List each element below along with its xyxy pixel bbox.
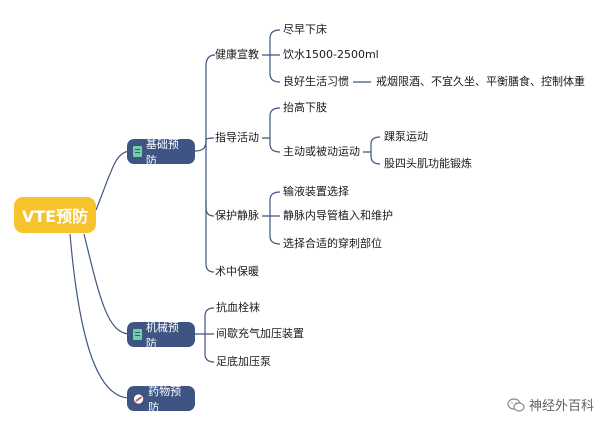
- branch-mechanical-prevention: 机械预防: [127, 321, 195, 350]
- node-active-passive-exercise: 主动或被动运动: [283, 145, 360, 158]
- connector-root-mechanical: [83, 233, 131, 335]
- connector-basic-spine: [194, 54, 216, 152]
- node-intermittent-pneumatic-compression: 间歇充气加压装置: [216, 327, 304, 340]
- connector-mechanical-spine: [195, 307, 215, 363]
- connector-health-spine: [262, 29, 281, 83]
- wechat-icon: [507, 397, 525, 412]
- connector-active-spine: [363, 136, 381, 165]
- connector-basic-guide: [205, 137, 215, 141]
- connector-vein-spine: [262, 191, 281, 245]
- pill-icon: [133, 393, 144, 404]
- document-icon: [133, 146, 142, 157]
- connector-basic-intraop: [205, 200, 215, 273]
- node-good-habits: 良好生活习惯: [283, 75, 349, 88]
- node-health-education: 健康宣教: [215, 48, 259, 61]
- node-ankle-pump: 踝泵运动: [384, 130, 428, 143]
- node-protect-vein: 保护静脉: [215, 209, 259, 222]
- connector-guide-spine: [262, 107, 281, 153]
- node-foot-pump: 足底加压泵: [216, 355, 271, 368]
- branch-mechanical-label: 机械预防: [145, 320, 179, 350]
- node-raise-legs: 抬高下肢: [283, 101, 327, 114]
- node-puncture-site: 选择合适的穿刺部位: [283, 237, 382, 250]
- node-intraop-warming: 术中保暖: [215, 265, 259, 278]
- node-early-ambulation: 尽早下床: [283, 23, 327, 36]
- connector-basic-vein: [205, 140, 215, 217]
- watermark: 神经外百科: [507, 395, 594, 414]
- node-quadriceps-exercise: 股四头肌功能锻炼: [384, 157, 472, 170]
- connector-root-drug: [69, 233, 131, 399]
- node-guide-activity: 指导活动: [215, 131, 259, 144]
- watermark-text: 神经外百科: [528, 399, 594, 414]
- connector-root-basic: [95, 150, 131, 211]
- root-node: VTE预防: [14, 197, 96, 233]
- node-water-intake: 饮水1500-2500ml: [283, 48, 379, 61]
- node-habit-detail: 戒烟限酒、不宜久坐、平衡膳食、控制体重: [376, 75, 585, 88]
- branch-basic-prevention: 基础预防: [127, 138, 195, 167]
- node-catheter-care: 静脉内导管植入和维护: [283, 209, 393, 222]
- node-antithrombotic-stockings: 抗血栓袜: [216, 301, 260, 314]
- node-infusion-device: 输液装置选择: [283, 185, 349, 198]
- branch-drug-prevention: 药物预防: [127, 385, 195, 414]
- branch-drug-label: 药物预防: [148, 384, 182, 414]
- document-icon: [133, 329, 142, 340]
- branch-basic-label: 基础预防: [145, 137, 179, 167]
